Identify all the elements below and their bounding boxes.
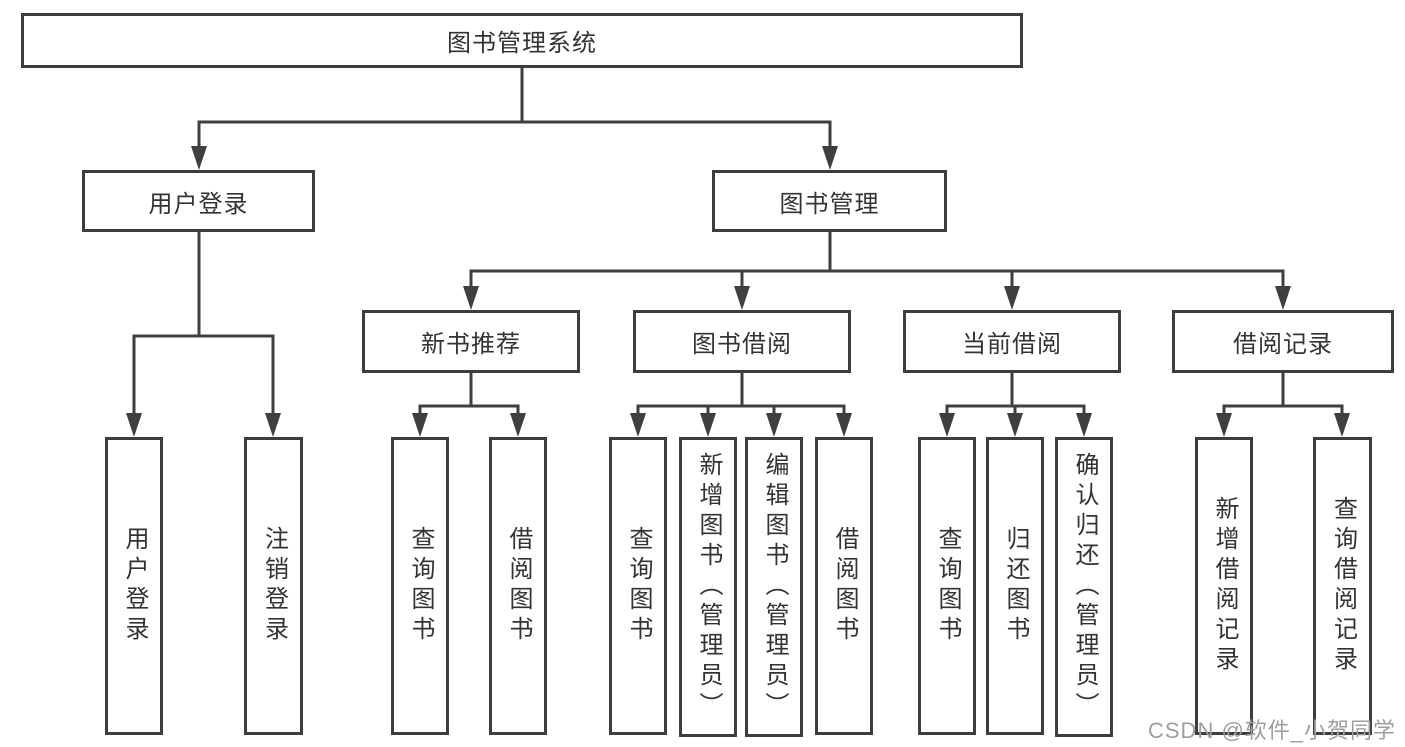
arrow-down-icon	[1004, 286, 1020, 310]
node-book-management: 图书管理	[712, 170, 947, 232]
leaf-add-borrow-record: 新增借阅记录	[1195, 437, 1253, 735]
arrow-down-icon	[126, 413, 142, 437]
node-label: 查询借阅记录	[1329, 496, 1357, 676]
node-label: 用户登录	[121, 526, 148, 646]
leaf-return-book: 归还图书	[986, 437, 1044, 735]
node-label: 查询图书	[407, 526, 434, 646]
connector-root-to-level2	[197, 66, 832, 152]
arrow-down-icon	[412, 413, 428, 437]
node-label: 图书管理	[779, 190, 880, 218]
arrowheads	[126, 146, 1350, 437]
node-label: 借阅图书	[831, 526, 858, 646]
node-label: 图书借阅	[692, 331, 792, 358]
node-label: 图书管理系统	[447, 30, 597, 57]
leaf-query-borrow-record: 查询借阅记录	[1313, 437, 1372, 735]
arrow-down-icon	[734, 286, 750, 310]
node-label: 新增借阅记录	[1211, 496, 1238, 676]
node-user-login: 用户登录	[82, 170, 315, 232]
node-label: 新书推荐	[421, 331, 521, 358]
node-book-borrow: 图书借阅	[633, 310, 851, 373]
leaf-query-books-borrow: 查询图书	[609, 437, 667, 735]
node-label: 查询图书	[625, 526, 652, 646]
node-label: 编辑图书（管理员）	[761, 452, 788, 722]
arrow-down-icon	[1216, 413, 1232, 437]
node-label: 借阅图书	[505, 526, 532, 646]
node-label: 查询图书	[934, 526, 961, 646]
arrow-down-icon	[1007, 413, 1023, 437]
leaf-edit-book-admin: 编辑图书（管理员）	[745, 437, 803, 737]
arrow-down-icon	[1334, 413, 1350, 437]
arrow-down-icon	[836, 413, 852, 437]
connector-user-login-branch	[132, 230, 275, 420]
connector-borrow-record-branch	[1222, 370, 1344, 420]
leaf-user-login: 用户登录	[105, 437, 163, 735]
leaf-add-book-admin: 新增图书（管理员）	[679, 437, 737, 737]
leaf-borrow-books-recommend: 借阅图书	[489, 437, 547, 735]
arrow-down-icon	[191, 146, 207, 170]
node-label: 借阅记录	[1233, 331, 1333, 358]
arrow-down-icon	[939, 413, 955, 437]
arrow-down-icon	[1076, 413, 1092, 437]
arrow-down-icon	[822, 146, 838, 170]
node-label: 新增图书（管理员）	[695, 452, 722, 722]
node-borrow-records: 借阅记录	[1172, 310, 1394, 373]
node-current-borrow: 当前借阅	[903, 310, 1121, 373]
arrow-down-icon	[463, 286, 479, 310]
node-library-system: 图书管理系统	[21, 13, 1023, 68]
arrow-down-icon	[700, 413, 716, 437]
leaf-query-books-current: 查询图书	[918, 437, 976, 735]
arrow-down-icon	[1275, 286, 1291, 310]
leaf-query-books-recommend: 查询图书	[391, 437, 449, 735]
node-label: 用户登录	[148, 190, 249, 218]
node-label: 注销登录	[260, 526, 288, 646]
arrow-down-icon	[630, 413, 646, 437]
arrow-down-icon	[510, 413, 526, 437]
arrow-down-icon	[265, 413, 281, 437]
connector-book-management-branch	[469, 230, 1285, 292]
arrow-down-icon	[766, 413, 782, 437]
leaf-logout: 注销登录	[244, 437, 303, 735]
node-label: 当前借阅	[962, 331, 1062, 358]
leaf-borrow-books: 借阅图书	[815, 437, 873, 735]
csdn-watermark: CSDN @软件_小贺同学	[1148, 718, 1397, 743]
connector-book-borrow-branch	[636, 370, 846, 420]
connector-current-borrow-branch	[945, 370, 1086, 420]
leaf-confirm-return-admin: 确认归还（管理员）	[1055, 437, 1113, 737]
connector-new-book-branch	[418, 370, 520, 420]
node-label: 确认归还（管理员）	[1071, 452, 1098, 722]
node-label: 归还图书	[1002, 526, 1029, 646]
node-new-book-recommend: 新书推荐	[362, 310, 580, 373]
